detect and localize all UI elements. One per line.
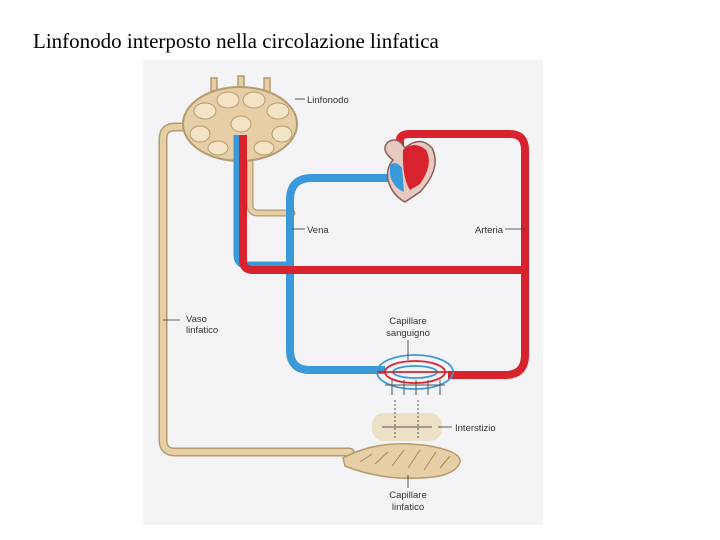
leader-lines bbox=[163, 98, 525, 488]
interstitium bbox=[372, 400, 442, 441]
label-blood-capillary-line1: Capillare bbox=[389, 316, 427, 327]
label-artery: Arteria bbox=[475, 225, 504, 236]
lymph-vessel bbox=[158, 122, 355, 457]
artery bbox=[239, 130, 529, 379]
label-blood-capillary-line2: sanguigno bbox=[386, 328, 430, 339]
heart bbox=[384, 139, 436, 203]
label-interstitium: Interstizio bbox=[455, 423, 496, 434]
lymph-capillary bbox=[342, 442, 461, 479]
label-vein: Vena bbox=[307, 225, 329, 236]
lymph-node bbox=[182, 75, 298, 162]
label-lymph-node: Linfonodo bbox=[307, 95, 349, 106]
label-lymph-vessel-line1: Vaso bbox=[186, 314, 207, 325]
label-lymph-capillary-line1: Capillare bbox=[389, 490, 427, 501]
blood-capillary-bed bbox=[376, 354, 454, 395]
label-lymph-capillary-line2: linfatico bbox=[392, 502, 424, 513]
label-lymph-vessel-line2: linfatico bbox=[186, 325, 218, 336]
slide-title: Linfonodo interposto nella circolazione … bbox=[33, 29, 439, 53]
